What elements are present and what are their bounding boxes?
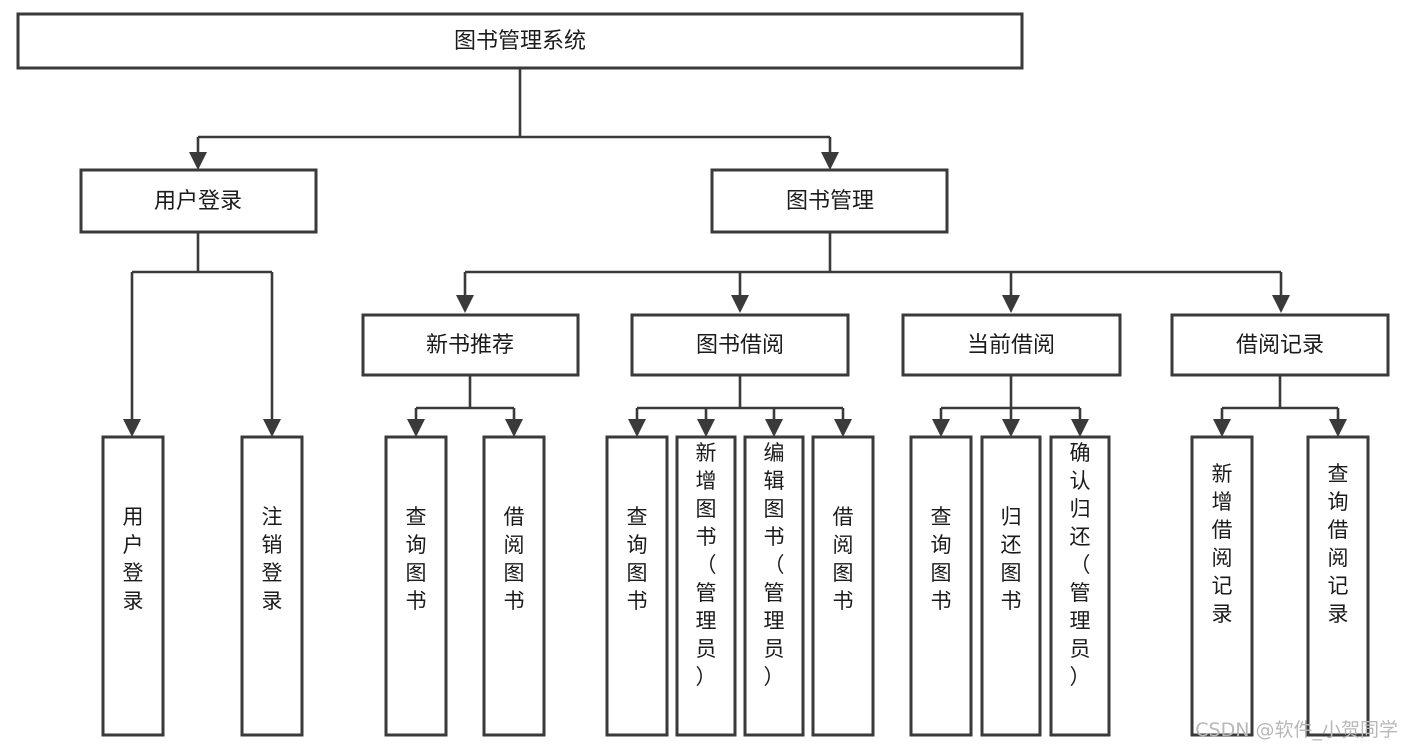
node-leaf-return-book-box[interactable] (980, 435, 1042, 737)
node-leaf-borrow-book-1-box[interactable] (482, 435, 546, 737)
node-leaf-borrow-book-2-label: 借阅图书 (833, 505, 854, 613)
node-leaf-logout-login[interactable]: 注销登录 (240, 435, 304, 737)
node-leaf-borrow-book-1-label: 借阅图书 (504, 505, 525, 613)
node-borrow-record[interactable]: 借阅记录 (1170, 313, 1390, 377)
node-user-login-box[interactable] (79, 168, 318, 234)
node-leaf-edit-book-label: 编辑图书（管理员） (764, 441, 785, 689)
node-leaf-query-record[interactable]: 查询借阅记录 (1306, 435, 1370, 737)
node-book-management[interactable]: 图书管理 (710, 168, 949, 234)
node-leaf-add-record-label: 新增借阅记录 (1212, 462, 1233, 626)
node-book-borrow-label: 图书借阅 (696, 333, 784, 358)
node-book-borrow-box[interactable] (630, 313, 850, 377)
arrowhead-leaf-query-book-2 (628, 419, 646, 437)
node-root[interactable]: 图书管理系统 (16, 12, 1024, 70)
arrowhead-new-book-recommend (456, 295, 474, 313)
node-leaf-query-record-label: 查询借阅记录 (1328, 462, 1349, 626)
node-leaf-query-book-3-box[interactable] (909, 435, 973, 737)
node-current-borrow-box[interactable] (901, 313, 1122, 377)
arrowhead-leaf-add-book (697, 419, 715, 437)
node-leaf-borrow-book-1[interactable]: 借阅图书 (482, 435, 546, 737)
node-leaf-borrow-book-2-box[interactable] (811, 435, 875, 737)
node-leaf-edit-book-box[interactable] (743, 435, 805, 737)
node-leaf-confirm-return[interactable]: 确认归还（管理员） (1049, 435, 1111, 737)
connector-layer (123, 68, 1347, 437)
arrowhead-borrow-record (1272, 295, 1290, 313)
node-root-label: 图书管理系统 (454, 29, 586, 54)
node-leaf-add-record-box[interactable] (1190, 435, 1254, 737)
node-leaf-query-book-2-box[interactable] (605, 435, 669, 737)
node-book-management-box[interactable] (710, 168, 949, 234)
node-leaf-user-login[interactable]: 用户登录 (101, 435, 165, 737)
node-leaf-user-login-box[interactable] (101, 435, 165, 737)
node-new-book-recommend[interactable]: 新书推荐 (361, 313, 580, 377)
node-borrow-record-label: 借阅记录 (1236, 333, 1324, 358)
arrowhead-leaf-borrow-book-1 (505, 419, 523, 437)
node-leaf-query-book-3-label: 查询图书 (931, 505, 952, 613)
node-leaf-add-book-label: 新增图书（管理员） (696, 441, 717, 689)
node-leaf-borrow-book-2[interactable]: 借阅图书 (811, 435, 875, 737)
node-leaf-user-login-label: 用户登录 (123, 505, 144, 613)
node-current-borrow-label: 当前借阅 (967, 333, 1055, 358)
node-user-login[interactable]: 用户登录 (79, 168, 318, 234)
arrowhead-leaf-return-book (1002, 419, 1020, 437)
node-leaf-return-book[interactable]: 归还图书 (980, 435, 1042, 737)
node-book-management-label: 图书管理 (786, 189, 874, 214)
node-leaf-edit-book[interactable]: 编辑图书（管理员） (743, 435, 805, 737)
arrowhead-leaf-query-record (1329, 419, 1347, 437)
node-new-book-recommend-box[interactable] (361, 313, 580, 377)
node-book-borrow[interactable]: 图书借阅 (630, 313, 850, 377)
csdn-watermark: CSDN @软件_小贺同学 (1195, 719, 1398, 741)
arrowhead-leaf-logout-login (263, 419, 281, 437)
node-leaf-add-book-box[interactable] (675, 435, 737, 737)
arrowhead-leaf-confirm-return (1071, 419, 1089, 437)
node-leaf-add-record[interactable]: 新增借阅记录 (1190, 435, 1254, 737)
arrowhead-user-login (189, 152, 207, 170)
node-leaf-query-book-1-label: 查询图书 (406, 505, 427, 613)
node-current-borrow[interactable]: 当前借阅 (901, 313, 1122, 377)
node-leaf-add-book[interactable]: 新增图书（管理员） (675, 435, 737, 737)
node-leaf-query-book-2-label: 查询图书 (627, 505, 648, 613)
node-borrow-record-box[interactable] (1170, 313, 1390, 377)
node-user-login-label: 用户登录 (154, 189, 242, 214)
node-leaf-query-book-1[interactable]: 查询图书 (384, 435, 448, 737)
node-leaf-query-record-box[interactable] (1306, 435, 1370, 737)
arrowhead-leaf-add-record (1213, 419, 1231, 437)
arrowhead-leaf-edit-book (765, 419, 783, 437)
arrowhead-current-borrow (1002, 295, 1020, 313)
node-leaf-query-book-3[interactable]: 查询图书 (909, 435, 973, 737)
arrowhead-leaf-query-book-3 (932, 419, 950, 437)
node-leaf-confirm-return-box[interactable] (1049, 435, 1111, 737)
node-root-box[interactable] (16, 12, 1024, 70)
arrowhead-book-management (821, 152, 839, 170)
node-leaf-query-book-1-box[interactable] (384, 435, 448, 737)
node-leaf-logout-login-box[interactable] (240, 435, 304, 737)
node-leaf-query-book-2[interactable]: 查询图书 (605, 435, 669, 737)
arrowhead-book-borrow (731, 295, 749, 313)
arrowhead-leaf-user-login (123, 419, 141, 437)
node-leaf-logout-login-label: 注销登录 (262, 505, 283, 613)
node-new-book-recommend-label: 新书推荐 (426, 333, 514, 358)
node-leaf-confirm-return-label: 确认归还（管理员） (1070, 441, 1091, 689)
node-leaf-return-book-label: 归还图书 (1001, 505, 1022, 613)
arrowhead-leaf-query-book-1 (407, 419, 425, 437)
arrowhead-leaf-borrow-book-2 (834, 419, 852, 437)
